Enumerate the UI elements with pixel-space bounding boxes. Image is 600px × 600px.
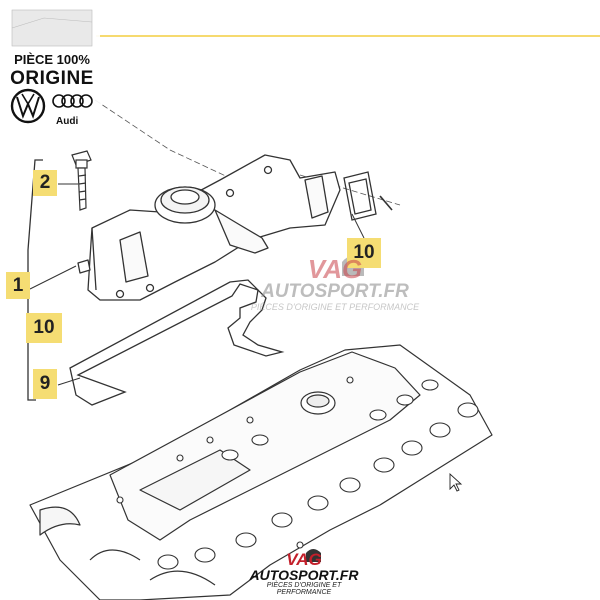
audi-rings-logo xyxy=(52,94,93,108)
breather-housing-part xyxy=(77,154,341,301)
footer-vag: VAG xyxy=(286,550,322,569)
audi-wordmark: Audi xyxy=(56,116,79,127)
callout-inlet-seal: 10 xyxy=(347,238,381,268)
badge-line2: ORIGINE xyxy=(10,68,94,89)
vw-logo xyxy=(10,88,46,124)
bolt-part xyxy=(71,150,92,211)
cover-gasket-part xyxy=(69,279,285,406)
watermark-site: AUTOSPORT.FR xyxy=(261,281,409,302)
cursor-icon xyxy=(449,472,463,492)
spark-plug-wells xyxy=(116,376,479,570)
leader-line-cap xyxy=(94,99,246,186)
badge-line1: PIÈCE 100% xyxy=(14,52,90,67)
callout-assembly: 1 xyxy=(6,272,30,299)
watermark-footer: VAG AUTOSPORT.FR PIÈCES D'ORIGINE ET PER… xyxy=(244,550,364,596)
callout-assembly-seal: 10 xyxy=(26,313,62,343)
assembly-bracket xyxy=(27,159,43,401)
seal-ring-part xyxy=(343,171,393,221)
watermark: VAG AUTOSPORT.FR PIÈCES D'ORIGINE ET PER… xyxy=(250,256,420,312)
watermark-tagline: PIÈCES D'ORIGINE ET PERFORMANCE xyxy=(250,302,420,312)
part-photo-placeholder xyxy=(11,9,93,47)
footer-site: AUTOSPORT.FR xyxy=(249,567,359,583)
valve-cover-part xyxy=(29,344,493,600)
leader-line-9 xyxy=(57,377,81,386)
origin-badge: PIÈCE 100% ORIGINE Audi xyxy=(4,8,100,132)
callout-gasket: 9 xyxy=(33,369,57,399)
helmet-icon-footer xyxy=(306,549,321,562)
badge-art xyxy=(10,9,93,124)
leader-line-1 xyxy=(29,265,77,290)
watermark-vag: VAG xyxy=(307,254,363,284)
callout-bolt: 2 xyxy=(33,170,57,196)
footer-tagline: PIÈCES D'ORIGINE ET PERFORMANCE xyxy=(266,582,342,596)
leader-line-10 xyxy=(351,213,365,239)
